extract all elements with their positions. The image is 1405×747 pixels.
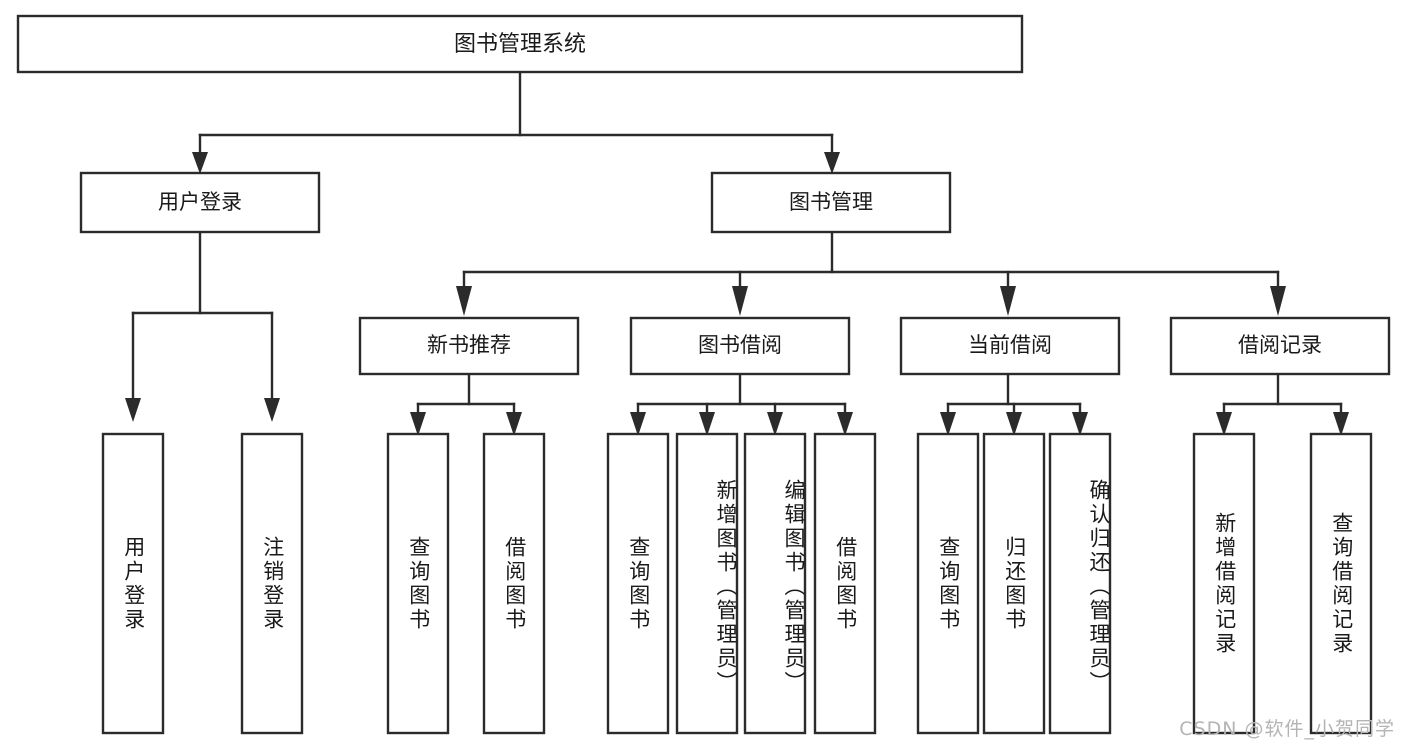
node-book-mgmt-box[interactable] — [710, 171, 952, 234]
node-root-label: 图书管理系统 — [454, 32, 586, 57]
node-new-book-rec-label: 新书推荐 — [427, 333, 511, 357]
arrow-root-to-user-login — [192, 152, 208, 174]
arrow-bookborrow-leaf-2 — [699, 412, 715, 436]
arrow-userlogin-leaf-1 — [125, 398, 141, 422]
node-book-borrow-box[interactable] — [629, 316, 851, 376]
arrow-newbook-leaf-2 — [506, 412, 522, 436]
arrow-bookmgmt-to-newbook — [456, 286, 472, 316]
node-new-book-rec-box[interactable] — [358, 316, 580, 376]
leaf-box-confirm-return[interactable] — [1048, 432, 1112, 735]
node-user-login-box[interactable] — [79, 171, 321, 234]
leaf-box-add-book[interactable] — [675, 432, 739, 735]
node-borrow-record-box[interactable] — [1169, 316, 1391, 376]
leaf-box-return-book[interactable] — [982, 432, 1046, 735]
nodes-layer: 图书管理系统 用户登录 图书管理 新书推荐 图书借阅 当前借阅 借阅记录 — [16, 14, 1391, 735]
arrow-bookborrow-leaf-1 — [630, 412, 646, 436]
csdn-watermark: CSDN @软件_小贺同学 — [1179, 718, 1395, 740]
arrow-root-to-book-mgmt — [824, 152, 840, 174]
node-current-borrow-label: 当前借阅 — [968, 333, 1052, 357]
arrow-current-leaf-2 — [1006, 412, 1022, 436]
node-borrow-record-label: 借阅记录 — [1238, 333, 1322, 357]
leaf-box-user-login[interactable] — [101, 432, 165, 735]
leaf-box-query-book-1[interactable] — [386, 432, 450, 735]
arrow-current-leaf-1 — [940, 412, 956, 436]
node-book-mgmt-label: 图书管理 — [789, 190, 873, 214]
node-current-borrow-box[interactable] — [899, 316, 1121, 376]
arrow-newbook-leaf-1 — [410, 412, 426, 436]
arrow-bookmgmt-to-record — [1270, 286, 1286, 316]
node-user-login-label: 用户登录 — [158, 190, 242, 214]
node-book-borrow-label: 图书借阅 — [698, 333, 782, 357]
leaf-box-edit-book[interactable] — [743, 432, 807, 735]
arrow-userlogin-leaf-2 — [264, 398, 280, 422]
leaf-box-logout[interactable] — [240, 432, 304, 735]
arrow-current-leaf-3 — [1072, 412, 1088, 436]
arrow-bookmgmt-to-borrow — [732, 286, 748, 316]
leaf-box-borrow-book-1[interactable] — [482, 432, 546, 735]
leaf-box-add-record[interactable] — [1192, 432, 1256, 735]
arrow-bookborrow-leaf-3 — [767, 412, 783, 436]
node-root-box[interactable] — [16, 14, 1024, 74]
arrow-bookmgmt-to-current — [1000, 286, 1016, 316]
leaf-box-query-book-3[interactable] — [916, 432, 980, 735]
arrow-record-leaf-2 — [1333, 412, 1349, 436]
leaf-box-query-record[interactable] — [1309, 432, 1373, 735]
connectors-layer — [125, 70, 1349, 436]
arrow-bookborrow-leaf-4 — [837, 412, 853, 436]
arrow-record-leaf-1 — [1216, 412, 1232, 436]
leaf-box-borrow-book-2[interactable] — [813, 432, 877, 735]
leaf-box-query-book-2[interactable] — [606, 432, 670, 735]
